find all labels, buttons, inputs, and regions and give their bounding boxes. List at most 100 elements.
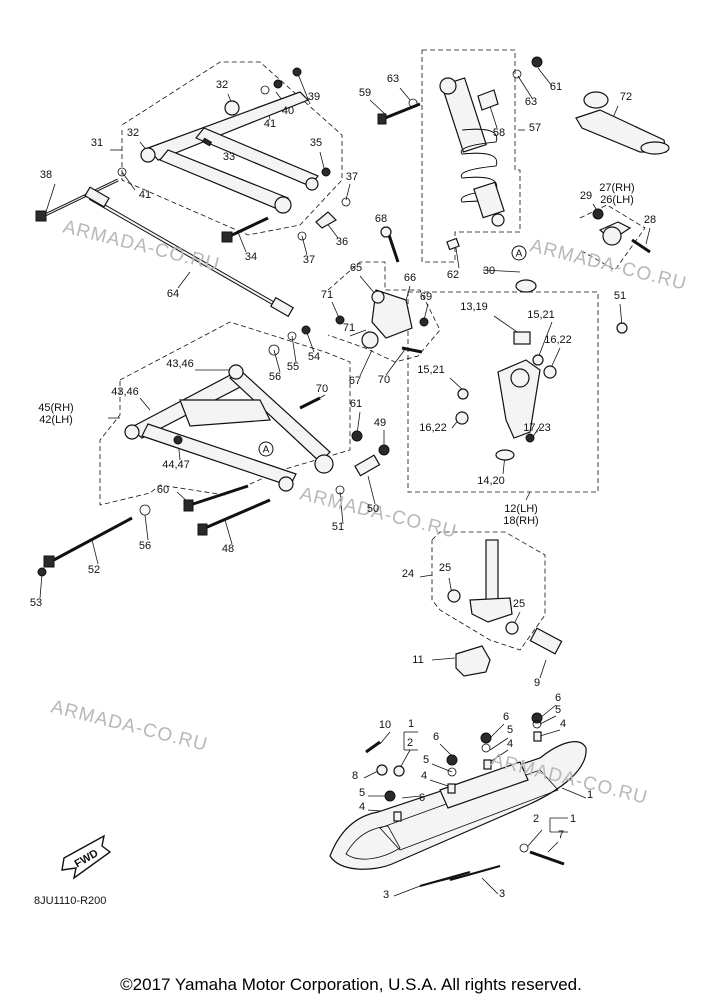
- callout-label: 62: [447, 269, 459, 281]
- callout-label: 3: [499, 888, 505, 900]
- callout-label: 9: [534, 677, 540, 689]
- callout-label: 54: [308, 351, 320, 363]
- callout-label: 4: [421, 770, 427, 782]
- callout-label: 14,20: [477, 475, 505, 487]
- callout-label: 32: [127, 127, 139, 139]
- callout-label: 58: [493, 127, 505, 139]
- callout-label: 70: [316, 383, 328, 395]
- leader-lines: [39, 67, 651, 897]
- callout-label: 12(LH): [504, 503, 538, 515]
- spindle-housing: [455, 279, 628, 461]
- callout-label: 1: [570, 813, 576, 825]
- callout-label: 33: [223, 151, 235, 163]
- callout-label: 61: [350, 398, 362, 410]
- diagram-code: 8JU1110-R200: [34, 895, 106, 907]
- callout-label: 15,21: [527, 309, 555, 321]
- callout-label: 63: [525, 96, 537, 108]
- lower-a-arm: [37, 364, 390, 577]
- reference-marker: A: [258, 441, 274, 457]
- callout-label: 66: [404, 272, 416, 284]
- callout-label: 27(RH): [599, 182, 634, 194]
- callout-label: 72: [620, 91, 632, 103]
- callout-label: 67: [349, 375, 361, 387]
- reference-marker-letter: A: [516, 249, 523, 260]
- reference-marker: A: [511, 245, 527, 261]
- callout-label: 4: [507, 738, 513, 750]
- callout-label: 4: [359, 801, 365, 813]
- group-outlines: [99, 49, 646, 651]
- callout-label: 52: [88, 564, 100, 576]
- callout-label: 1: [408, 718, 414, 730]
- reference-markers: AA: [258, 245, 527, 457]
- callout-label: 1: [587, 789, 593, 801]
- callout-label: 69: [420, 291, 432, 303]
- callout-label: 15,21: [417, 364, 445, 376]
- callout-label: 32: [216, 79, 228, 91]
- callout-label: 4: [560, 718, 566, 730]
- callout-label: 11: [412, 654, 423, 666]
- callout-label: 41: [139, 189, 151, 201]
- callout-label: 48: [222, 543, 234, 555]
- callout-label: 3: [383, 889, 389, 901]
- callout-label: 6: [555, 692, 561, 704]
- callout-label: 37: [346, 171, 358, 183]
- reference-marker-letter: A: [263, 445, 270, 456]
- callout-label: 71: [321, 289, 333, 301]
- callout-label: 10: [379, 719, 391, 731]
- callout-label: 7: [558, 829, 564, 841]
- callout-label: 24: [402, 568, 414, 580]
- callout-label: 35: [310, 137, 322, 149]
- callout-label: 16,22: [419, 422, 447, 434]
- callout-label: 51: [614, 290, 626, 302]
- callout-label: 38: [40, 169, 52, 181]
- fwd-arrow-icon: FWD: [61, 834, 112, 880]
- callout-label: 25: [439, 562, 451, 574]
- callout-label: 13,19: [460, 301, 488, 313]
- callout-label: 2: [407, 737, 413, 749]
- callout-label: 55: [287, 361, 299, 373]
- callout-label: 30: [483, 265, 495, 277]
- callout-label: 17,23: [523, 422, 551, 434]
- callout-label: 29: [580, 190, 592, 202]
- tie-rod: [84, 186, 294, 318]
- callout-label: 6: [419, 792, 425, 804]
- callout-label: 45(RH): [38, 402, 73, 414]
- callout-label: 56: [269, 371, 281, 383]
- callout-label: 34: [245, 251, 257, 263]
- callout-label: 56: [139, 540, 151, 552]
- callout-label: 50: [367, 503, 379, 515]
- callout-label: 57: [529, 122, 541, 134]
- ski: [329, 712, 587, 887]
- callout-label: 42(LH): [39, 414, 73, 426]
- callout-label: 70: [378, 374, 390, 386]
- callout-label: 59: [359, 87, 371, 99]
- callout-label: 64: [167, 288, 179, 300]
- callout-label: 39: [308, 91, 320, 103]
- callout-label: 18(RH): [503, 515, 538, 527]
- callout-label: 5: [359, 787, 365, 799]
- callout-label: 8: [352, 770, 358, 782]
- callout-label: 60: [157, 484, 169, 496]
- watermark: ARMADA-CO.RU: [49, 696, 210, 755]
- callout-label: 37: [303, 254, 315, 266]
- copyright-notice: ©2017 Yamaha Motor Corporation, U.S.A. A…: [120, 975, 582, 994]
- callout-label: 2: [533, 813, 539, 825]
- steering-arm: [575, 91, 670, 155]
- callout-label: 44,47: [162, 459, 190, 471]
- callout-label: 43,46: [166, 358, 194, 370]
- callout-label: 36: [336, 236, 348, 248]
- callout-label: 40: [282, 105, 294, 117]
- callout-label: 51: [332, 521, 344, 533]
- callout-label: 6: [503, 711, 509, 723]
- callout-label: 5: [507, 724, 513, 736]
- mount-bracket: [268, 226, 429, 410]
- callout-label: 63: [387, 73, 399, 85]
- reference-marker-circle: [511, 245, 527, 261]
- shock-absorber: [377, 56, 543, 251]
- callout-label: 5: [423, 754, 429, 766]
- callout-label: 68: [375, 213, 387, 225]
- callout-label: 16,22: [544, 334, 572, 346]
- upper-a-arm: [35, 67, 351, 243]
